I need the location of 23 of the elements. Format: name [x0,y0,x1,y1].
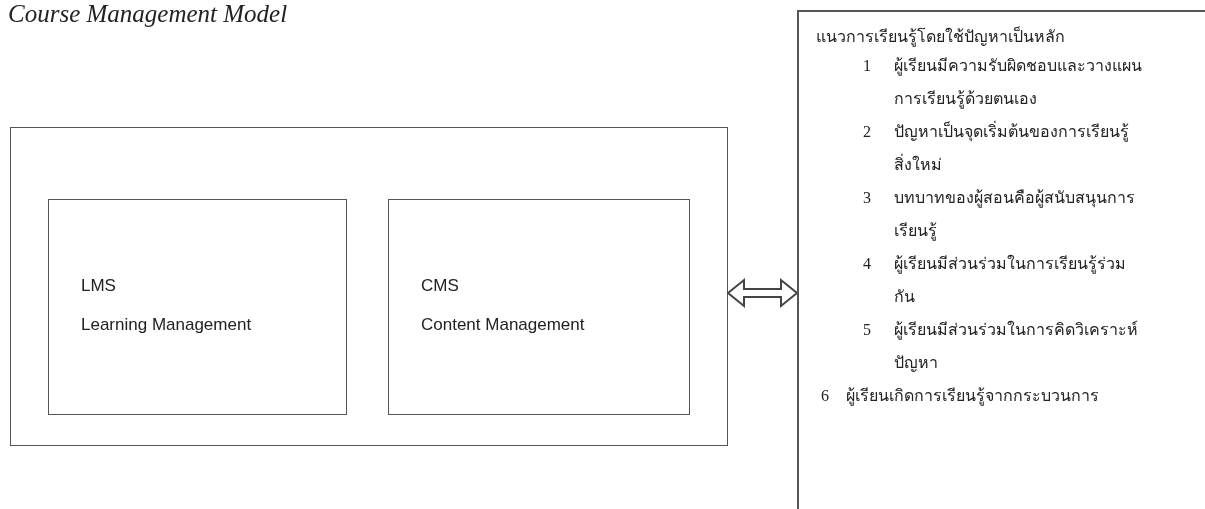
item-number: 6 [821,387,829,405]
diagram-title: Course Management Model [8,0,288,28]
module-box [388,199,690,415]
module-box [48,199,347,415]
item-number: 1 [863,57,871,75]
list-item-text: ปัญหาเป็นจุดเริ่มต้นของการเรียนรู้สิ่งใหม่ [894,120,1130,175]
module-name: Content Management [421,315,585,335]
list-item-text: ผู้เรียนมีส่วนร่วมในการคิดวิเคราะห์ปัญหา [894,319,1139,374]
item-number: 2 [863,123,871,141]
module-abbreviation: CMS [421,276,459,296]
item-number: 5 [863,321,871,339]
list-item-text: บทบาทของผู้สอนคือผู้สนับสนุนการเรียนรู้ [894,188,1136,243]
module-abbreviation: LMS [81,276,116,296]
list-item-text: ผู้เรียนมีส่วนร่วมในการเรียนรู้ร่วมกัน [894,253,1127,307]
module-name: Learning Management [81,315,252,335]
list-item-text: ผู้เรียนมีความรับผิดชอบและวางแผนการเรียนรู้ด้วยตนเอง [894,56,1142,111]
item-number: 4 [863,255,871,273]
list-heading: แนวการเรียนรู้โดยใช้ปัญหาเป็นหลัก [816,25,1065,49]
notes-box [797,10,1205,509]
double-arrow [726,277,799,309]
outer-box [10,127,728,446]
item-number: 3 [863,189,871,207]
list-item-text: ผู้เรียนเกิดการเรียนรู้จากกระบวนการ [846,386,1099,408]
